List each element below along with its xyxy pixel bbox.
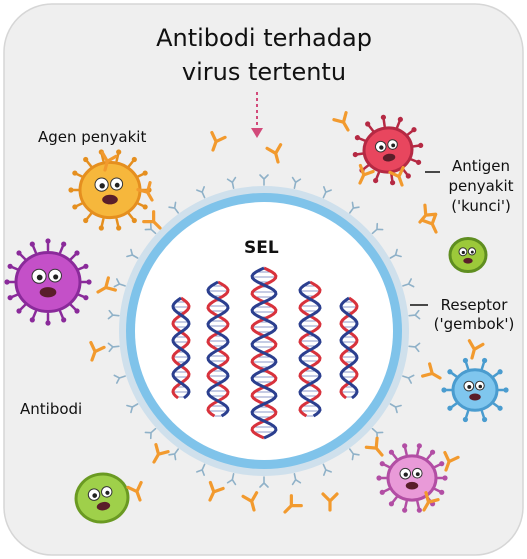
germ-icon [376, 443, 448, 513]
germ-icon [448, 236, 488, 274]
label-receptor-2: ('gembok') [433, 315, 515, 333]
dna-helix-icon [250, 266, 278, 440]
label-pathogen: Agen penyakit [38, 128, 147, 146]
germ-icon [4, 238, 92, 326]
germ-icon [352, 114, 424, 186]
cell-cytoplasm [135, 202, 393, 460]
germ-icon [74, 472, 130, 524]
title-line-1: Antibodi terhadap [156, 24, 372, 52]
label-antibody: Antibodi [20, 400, 83, 418]
label-receptor-1: Reseptor [440, 296, 508, 314]
cell [119, 186, 409, 476]
title-line-2: virus tertentu [181, 58, 347, 86]
dna-helix-icon [206, 280, 230, 418]
dna-helix-icon [298, 280, 322, 418]
germ-icon [441, 357, 509, 423]
dna-helix-icon [339, 296, 359, 400]
pointer-arrow [251, 92, 263, 138]
label-antigen-3: ('kunci') [451, 197, 511, 215]
germ-group [4, 114, 509, 524]
connector-lines [410, 171, 440, 306]
dna-helix-icon [171, 296, 191, 400]
label-antigen-1: Antigen [451, 157, 511, 175]
cell-label: SEL [244, 238, 279, 258]
label-antigen-2: penyakit [448, 177, 514, 195]
dna-group [171, 266, 359, 440]
